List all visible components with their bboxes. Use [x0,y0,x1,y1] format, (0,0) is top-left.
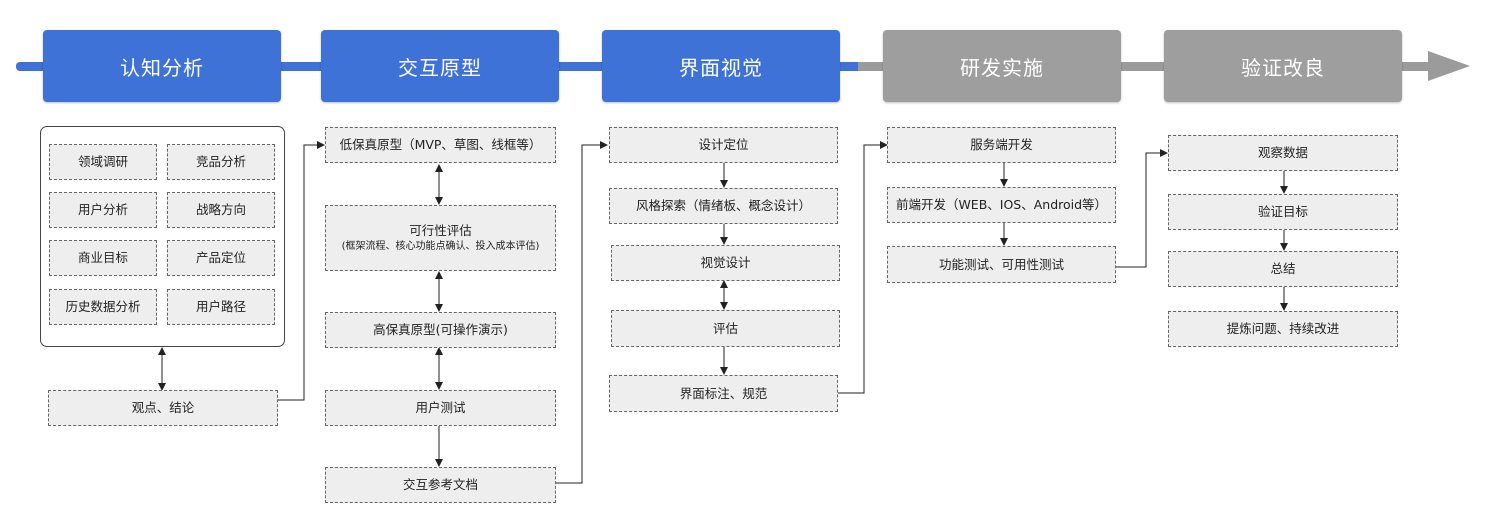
phase-rnd[interactable]: 研发实施 [883,30,1121,102]
connector-docs-positioning [556,141,608,484]
item-observe-data[interactable]: 观察数据 [1168,135,1398,171]
connector-testing-observe [1116,149,1168,268]
timeline-arrow-icon [1428,51,1470,81]
item-testing[interactable]: 功能测试、可用性测试 [887,246,1116,283]
item-style-exploration[interactable]: 风格探索（情绪板、概念设计） [609,188,838,224]
phase-cognition[interactable]: 认知分析 [43,30,281,102]
feasibility-title: 可行性评估 [409,222,472,238]
item-frontend-dev[interactable]: 前端开发（WEB、IOS、Android等） [887,187,1116,223]
connector-conclusion-lowfi [278,141,325,401]
item-user-test[interactable]: 用户测试 [325,390,556,426]
item-evaluate[interactable]: 评估 [611,310,840,347]
item-server-dev[interactable]: 服务端开发 [887,127,1116,163]
item-improve[interactable]: 提炼问题、持续改进 [1168,311,1398,347]
item-user-path[interactable]: 用户路径 [167,289,275,325]
item-lowfi-prototype[interactable]: 低保真原型（MVP、草图、线框等） [325,127,556,163]
feasibility-detail: (框架流程、核心功能点确认、投入成本评估) [341,241,540,253]
connector-spec-server [838,141,888,394]
item-user-analysis[interactable]: 用户分析 [49,192,157,228]
item-design-positioning[interactable]: 设计定位 [609,127,838,163]
item-domain-research[interactable]: 领域调研 [49,144,157,180]
item-history-data[interactable]: 历史数据分析 [49,289,157,325]
item-feasibility[interactable]: 可行性评估 (框架流程、核心功能点确认、投入成本评估) [325,205,556,271]
item-interaction-docs[interactable]: 交互参考文档 [325,467,556,503]
timeline-bar-inactive [858,62,1438,71]
phase-interaction[interactable]: 交互原型 [321,30,559,102]
item-product-positioning[interactable]: 产品定位 [167,240,275,276]
item-verify-goal[interactable]: 验证目标 [1168,194,1398,230]
item-hifi-prototype[interactable]: 高保真原型(可操作演示) [325,312,556,348]
item-visual-design[interactable]: 视觉设计 [611,245,840,281]
item-strategy[interactable]: 战略方向 [167,192,275,228]
item-conclusion[interactable]: 观点、结论 [48,390,278,426]
phase-validation[interactable]: 验证改良 [1164,30,1402,102]
phase-visual[interactable]: 界面视觉 [602,30,840,102]
item-business-goal[interactable]: 商业目标 [49,240,157,276]
item-summary[interactable]: 总结 [1168,251,1398,287]
item-competitor-analysis[interactable]: 竞品分析 [167,144,275,180]
item-ui-spec[interactable]: 界面标注、规范 [609,375,838,412]
